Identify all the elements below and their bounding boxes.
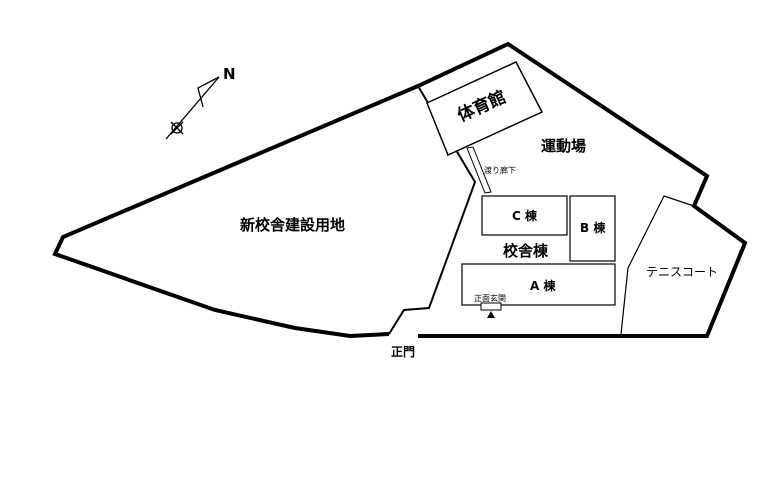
corridor-shape: [466, 146, 492, 194]
gym-building: [426, 61, 544, 157]
corridor-label: 渡り廊下: [484, 165, 516, 175]
north-label: N: [223, 65, 236, 83]
school-buildings-label: 校舎棟: [503, 242, 549, 260]
building-b-label: B 棟: [580, 220, 606, 235]
building-a-label: A 棟: [530, 278, 556, 293]
tennis-court-boundary: [620, 195, 695, 335]
building-c-label: C 棟: [512, 208, 538, 223]
main-entrance-label: 正面玄関: [474, 293, 506, 303]
building-b-shape: [569, 195, 616, 262]
building-c-shape: [481, 195, 568, 236]
new-building-site-label: 新校舎建設用地: [240, 216, 345, 234]
entrance-step: [480, 302, 502, 311]
tennis-court-label: テニスコート: [646, 265, 718, 279]
building-a-shape: [461, 263, 616, 306]
site-boundary: [52, 41, 748, 339]
north-arrow-icon: [165, 76, 220, 140]
sports-ground-label: 運動場: [541, 137, 586, 155]
main-gate-label: 正門: [391, 345, 415, 359]
entrance-triangle-icon: [487, 311, 495, 318]
